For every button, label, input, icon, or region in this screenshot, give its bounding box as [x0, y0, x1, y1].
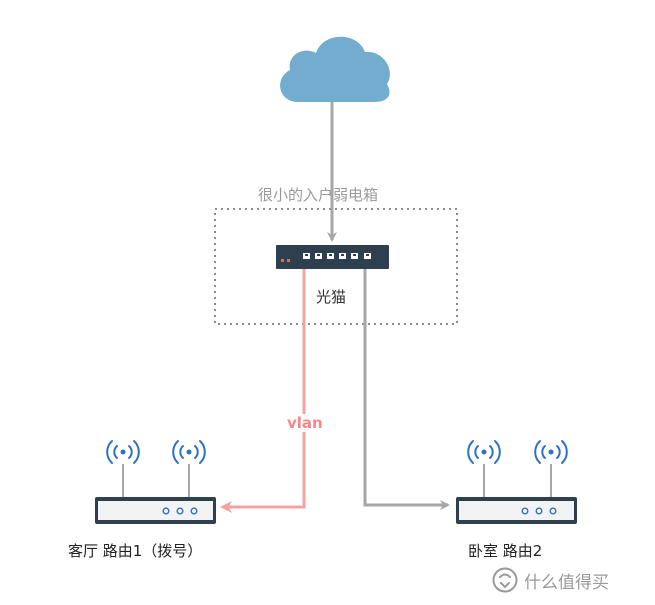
wifi-signal-icon [106, 440, 140, 464]
router-icon [95, 464, 216, 524]
modem-label: 光猫 [316, 288, 347, 306]
wifi-signal-icon [534, 440, 568, 464]
vlan-label: vlan [285, 414, 325, 432]
cloud-icon [280, 36, 390, 102]
watermark-text: 什么值得买 [524, 572, 609, 593]
link-modem-to-router1-vlan [220, 269, 306, 513]
wifi-signal-icon [467, 440, 501, 464]
switch-icon [276, 245, 389, 269]
distribution-box-title: 很小的入户弱电箱 [258, 186, 379, 204]
distribution-box-border [214, 208, 458, 325]
smzdm-logo-icon [492, 567, 518, 593]
router-icon [456, 464, 577, 524]
wifi-signal-icon [172, 440, 206, 464]
link-modem-to-router2 [363, 269, 450, 510]
router1-label: 客厅 路由1（拨号） [68, 542, 203, 560]
router2-label: 卧室 路由2 [468, 542, 543, 560]
watermark: 什么值得买 [492, 567, 609, 593]
